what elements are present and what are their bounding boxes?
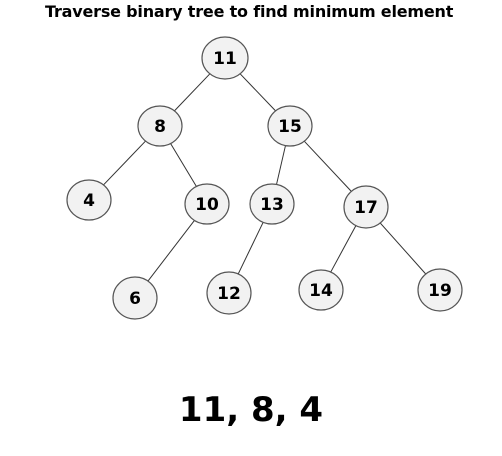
tree-node-15: 15 [267, 105, 313, 147]
node-circle-14 [298, 269, 344, 311]
tree-node-10: 10 [184, 183, 230, 225]
node-circle-15 [267, 105, 313, 147]
node-label-4: 4 [83, 191, 95, 211]
edge-11-8 [174, 73, 211, 112]
node-label-19: 19 [428, 281, 452, 301]
tree-node-6: 6 [112, 276, 158, 320]
node-label-11: 11 [213, 49, 237, 69]
edge-8-4 [103, 140, 146, 186]
tree-node-12: 12 [206, 271, 252, 315]
diagram-title: Traverse binary tree to find minimum ele… [45, 2, 454, 21]
node-label-14: 14 [309, 281, 333, 301]
tree-nodes: 11 8 15 4 10 13 17 6 12 14 19 [66, 36, 463, 320]
edge-13-12 [237, 222, 264, 275]
tree-node-19: 19 [417, 268, 463, 312]
node-circle-17 [343, 185, 389, 229]
edge-15-17 [303, 140, 352, 192]
node-label-8: 8 [154, 117, 166, 137]
node-label-12: 12 [217, 284, 241, 304]
node-circle-13 [249, 183, 295, 225]
binary-tree-diagram: 11 8 15 4 10 13 17 6 12 14 19 [66, 36, 463, 320]
node-circle-12 [206, 271, 252, 315]
node-circle-10 [184, 183, 230, 225]
node-label-10: 10 [195, 195, 219, 215]
node-label-17: 17 [354, 198, 378, 218]
node-circle-8 [137, 105, 183, 147]
node-label-6: 6 [129, 289, 141, 309]
edge-11-15 [239, 73, 276, 112]
node-label-13: 13 [260, 195, 284, 215]
edge-8-10 [170, 143, 197, 187]
node-circle-11 [201, 36, 249, 80]
node-circle-4 [66, 179, 112, 221]
tree-node-13: 13 [249, 183, 295, 225]
tree-edges [103, 73, 427, 282]
edge-10-6 [147, 220, 195, 282]
edge-17-14 [330, 225, 357, 273]
tree-node-4: 4 [66, 179, 112, 221]
node-circle-19 [417, 268, 463, 312]
node-circle-6 [112, 276, 158, 320]
tree-node-14: 14 [298, 269, 344, 311]
edge-17-19 [379, 222, 427, 275]
tree-node-11: 11 [201, 36, 249, 80]
edge-15-13 [276, 145, 286, 185]
tree-node-8: 8 [137, 105, 183, 147]
tree-node-17: 17 [343, 185, 389, 229]
node-label-15: 15 [278, 117, 302, 137]
traversal-result: 11, 8, 4 [178, 390, 324, 430]
